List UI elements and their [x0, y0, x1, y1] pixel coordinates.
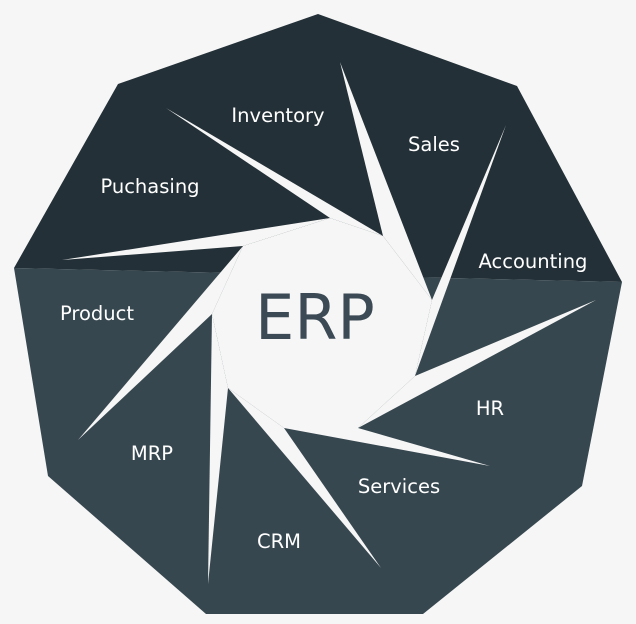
segment-divider-inventory [166, 108, 383, 236]
segment-divider-crm [228, 388, 381, 568]
segment-label-sales: Sales [408, 133, 460, 156]
segment-label-product: Product [60, 302, 134, 325]
segment-divider-mrp [208, 314, 228, 584]
segment-divider-accounting [415, 125, 506, 376]
center-hub [212, 218, 432, 428]
segment-label-services: Services [358, 475, 440, 498]
center-title: ERP [255, 281, 375, 354]
segment-label-accounting: Accounting [479, 250, 588, 273]
segment-divider-product [78, 246, 243, 440]
segment-divider-sales [340, 62, 432, 300]
segment-divider-hr [358, 300, 596, 428]
segment-label-inventory: Inventory [231, 104, 324, 127]
segment-divider-puchasing [62, 218, 330, 260]
segment-divider-services [284, 428, 490, 466]
segment-label-mrp: MRP [131, 442, 173, 465]
segment-label-hr: HR [476, 397, 504, 420]
segment-label-puchasing: Puchasing [100, 175, 199, 198]
segment-label-crm: CRM [257, 530, 301, 553]
segment-labels: Inventory Sales Accounting HR Services C… [60, 104, 587, 553]
